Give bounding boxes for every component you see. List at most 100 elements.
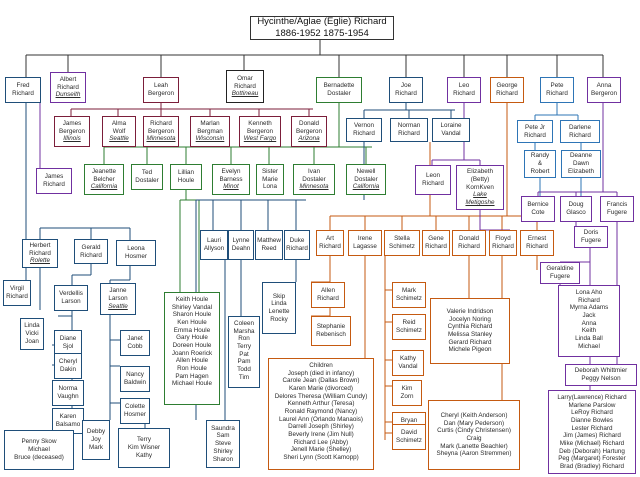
lona-list-line: Keith bbox=[581, 327, 597, 335]
penny-line: Penny Skow bbox=[21, 438, 57, 446]
linda-vicki-joan-line: Linda bbox=[24, 322, 40, 330]
norma-line: Norma bbox=[58, 385, 78, 393]
houle-list-line: Allen Houle bbox=[175, 357, 209, 365]
diane-line: Diane bbox=[59, 335, 77, 343]
ivan-line: Minnesota bbox=[299, 183, 329, 191]
larry-list-line: Dianne Bowles bbox=[570, 417, 613, 425]
gene-line: Gene bbox=[428, 235, 444, 243]
kathy-vandal-line: Vandal bbox=[398, 363, 418, 370]
jeanette-line: California bbox=[90, 183, 118, 191]
elizabeth-line: KornKven bbox=[466, 183, 494, 191]
ted-line: Dostaler bbox=[135, 177, 159, 184]
herbert-line: Herbert bbox=[29, 241, 51, 249]
saundra-line: Steve bbox=[214, 440, 232, 448]
loraine-line: Loraine bbox=[440, 122, 462, 130]
doug-line: Doug bbox=[568, 201, 584, 209]
allen-richard-line: Allen bbox=[320, 287, 335, 295]
mark-schimetz-line: Mark bbox=[402, 287, 416, 295]
saundra-line: Sharon bbox=[212, 455, 234, 463]
geraldine-line: Geraldine bbox=[546, 265, 574, 273]
janet-line: Janet bbox=[127, 335, 143, 343]
reid-schimetz-line: Reid bbox=[402, 319, 416, 327]
alma-wolf-line: Wolf bbox=[112, 127, 126, 135]
larry-list-line: LeRoy Richard bbox=[571, 409, 613, 417]
darlene-line: Richard bbox=[569, 131, 591, 139]
donald-bergeron-line: Arizona bbox=[298, 135, 320, 143]
bernadette-line: Dostaler bbox=[327, 90, 351, 97]
janne-line: Janne bbox=[109, 287, 127, 295]
cheryl-dakin-line: Dakin bbox=[59, 366, 77, 373]
norma-line: Vaughn bbox=[57, 393, 79, 400]
houle-list-line: Keith Houle bbox=[175, 296, 209, 303]
leo-line: Leo bbox=[458, 82, 470, 90]
nancy-line: Nancy bbox=[126, 371, 144, 379]
terry-kim-line: Kim Wisner bbox=[127, 444, 161, 452]
albert-line: Albert bbox=[59, 75, 77, 83]
janne-line: Larson bbox=[108, 295, 128, 303]
leona-line: Hosmer bbox=[124, 253, 148, 260]
matthew-line: Matthew bbox=[257, 237, 281, 245]
terry-kim-line: Terry bbox=[137, 436, 151, 444]
children-line: Carole Jean (Dallas Brown) bbox=[282, 377, 360, 385]
david-schimetz-line: Schimetz bbox=[396, 437, 422, 444]
larry-list-line: Marlene Parslow bbox=[568, 401, 616, 409]
coleen-line: Tim bbox=[238, 373, 250, 381]
colette-line: Hosmer bbox=[123, 411, 147, 418]
james-bergeron-line: James bbox=[62, 119, 82, 127]
deborah-line: Peggy Nelson bbox=[581, 375, 621, 382]
geraldine-line: Fugere bbox=[550, 273, 570, 280]
verdellis-line: Larson bbox=[61, 298, 81, 305]
vernon-line: Richard bbox=[353, 130, 375, 137]
children-line: Delores Theresa (William Cundy) bbox=[274, 392, 368, 400]
randy-line: Robert bbox=[530, 167, 550, 175]
marlan-bergman-line: Marlan bbox=[200, 119, 220, 127]
debby-line: Joy bbox=[91, 436, 101, 444]
newell-line: Dostaler bbox=[354, 175, 378, 183]
kenneth-bergeron-line: Bergeron bbox=[247, 127, 273, 135]
larry-list-line: Brad (Bradley) Richard bbox=[559, 463, 625, 471]
norman-line: Richard bbox=[398, 130, 420, 137]
houle-list-line: Doreen Houle bbox=[172, 342, 212, 350]
art-line: Art bbox=[325, 235, 335, 243]
francis-line: Francis bbox=[606, 201, 628, 209]
houle-list-line: Gary Houle bbox=[176, 334, 208, 342]
bernice-line: Bernice bbox=[527, 201, 549, 209]
lauri-line: Allyson bbox=[203, 245, 225, 252]
janet-line: Cobb bbox=[127, 343, 143, 350]
pete-jr-line: Richard bbox=[524, 131, 546, 139]
albert-line: Richard bbox=[57, 83, 79, 91]
houle-list-line: Joann Roerick bbox=[171, 349, 213, 357]
valerie-line: Valerie Indridson bbox=[446, 307, 494, 315]
lona-list-line: Anna bbox=[581, 319, 597, 327]
donald-bergeron-line: Bergeron bbox=[296, 127, 322, 135]
omar-line: Omar bbox=[237, 74, 253, 82]
